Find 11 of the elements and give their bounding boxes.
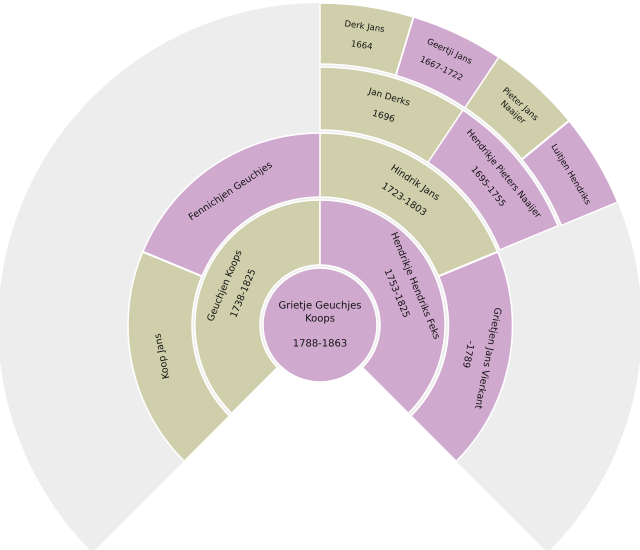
fan-sector: [263, 268, 377, 382]
fan-sector: [410, 252, 512, 461]
life-dates: 1664: [350, 39, 373, 54]
life-dates: -1789: [458, 339, 476, 369]
person-name: Grietje Geuchjes Koops: [277, 300, 363, 326]
fan-sector: [320, 3, 414, 76]
person-name: Jan Derks: [366, 87, 411, 110]
life-dates: 1788-1863: [292, 338, 348, 350]
person-name: Derk Jans: [343, 18, 385, 36]
person-name: Koop Jans: [152, 332, 174, 380]
life-dates: 1696: [370, 108, 396, 127]
